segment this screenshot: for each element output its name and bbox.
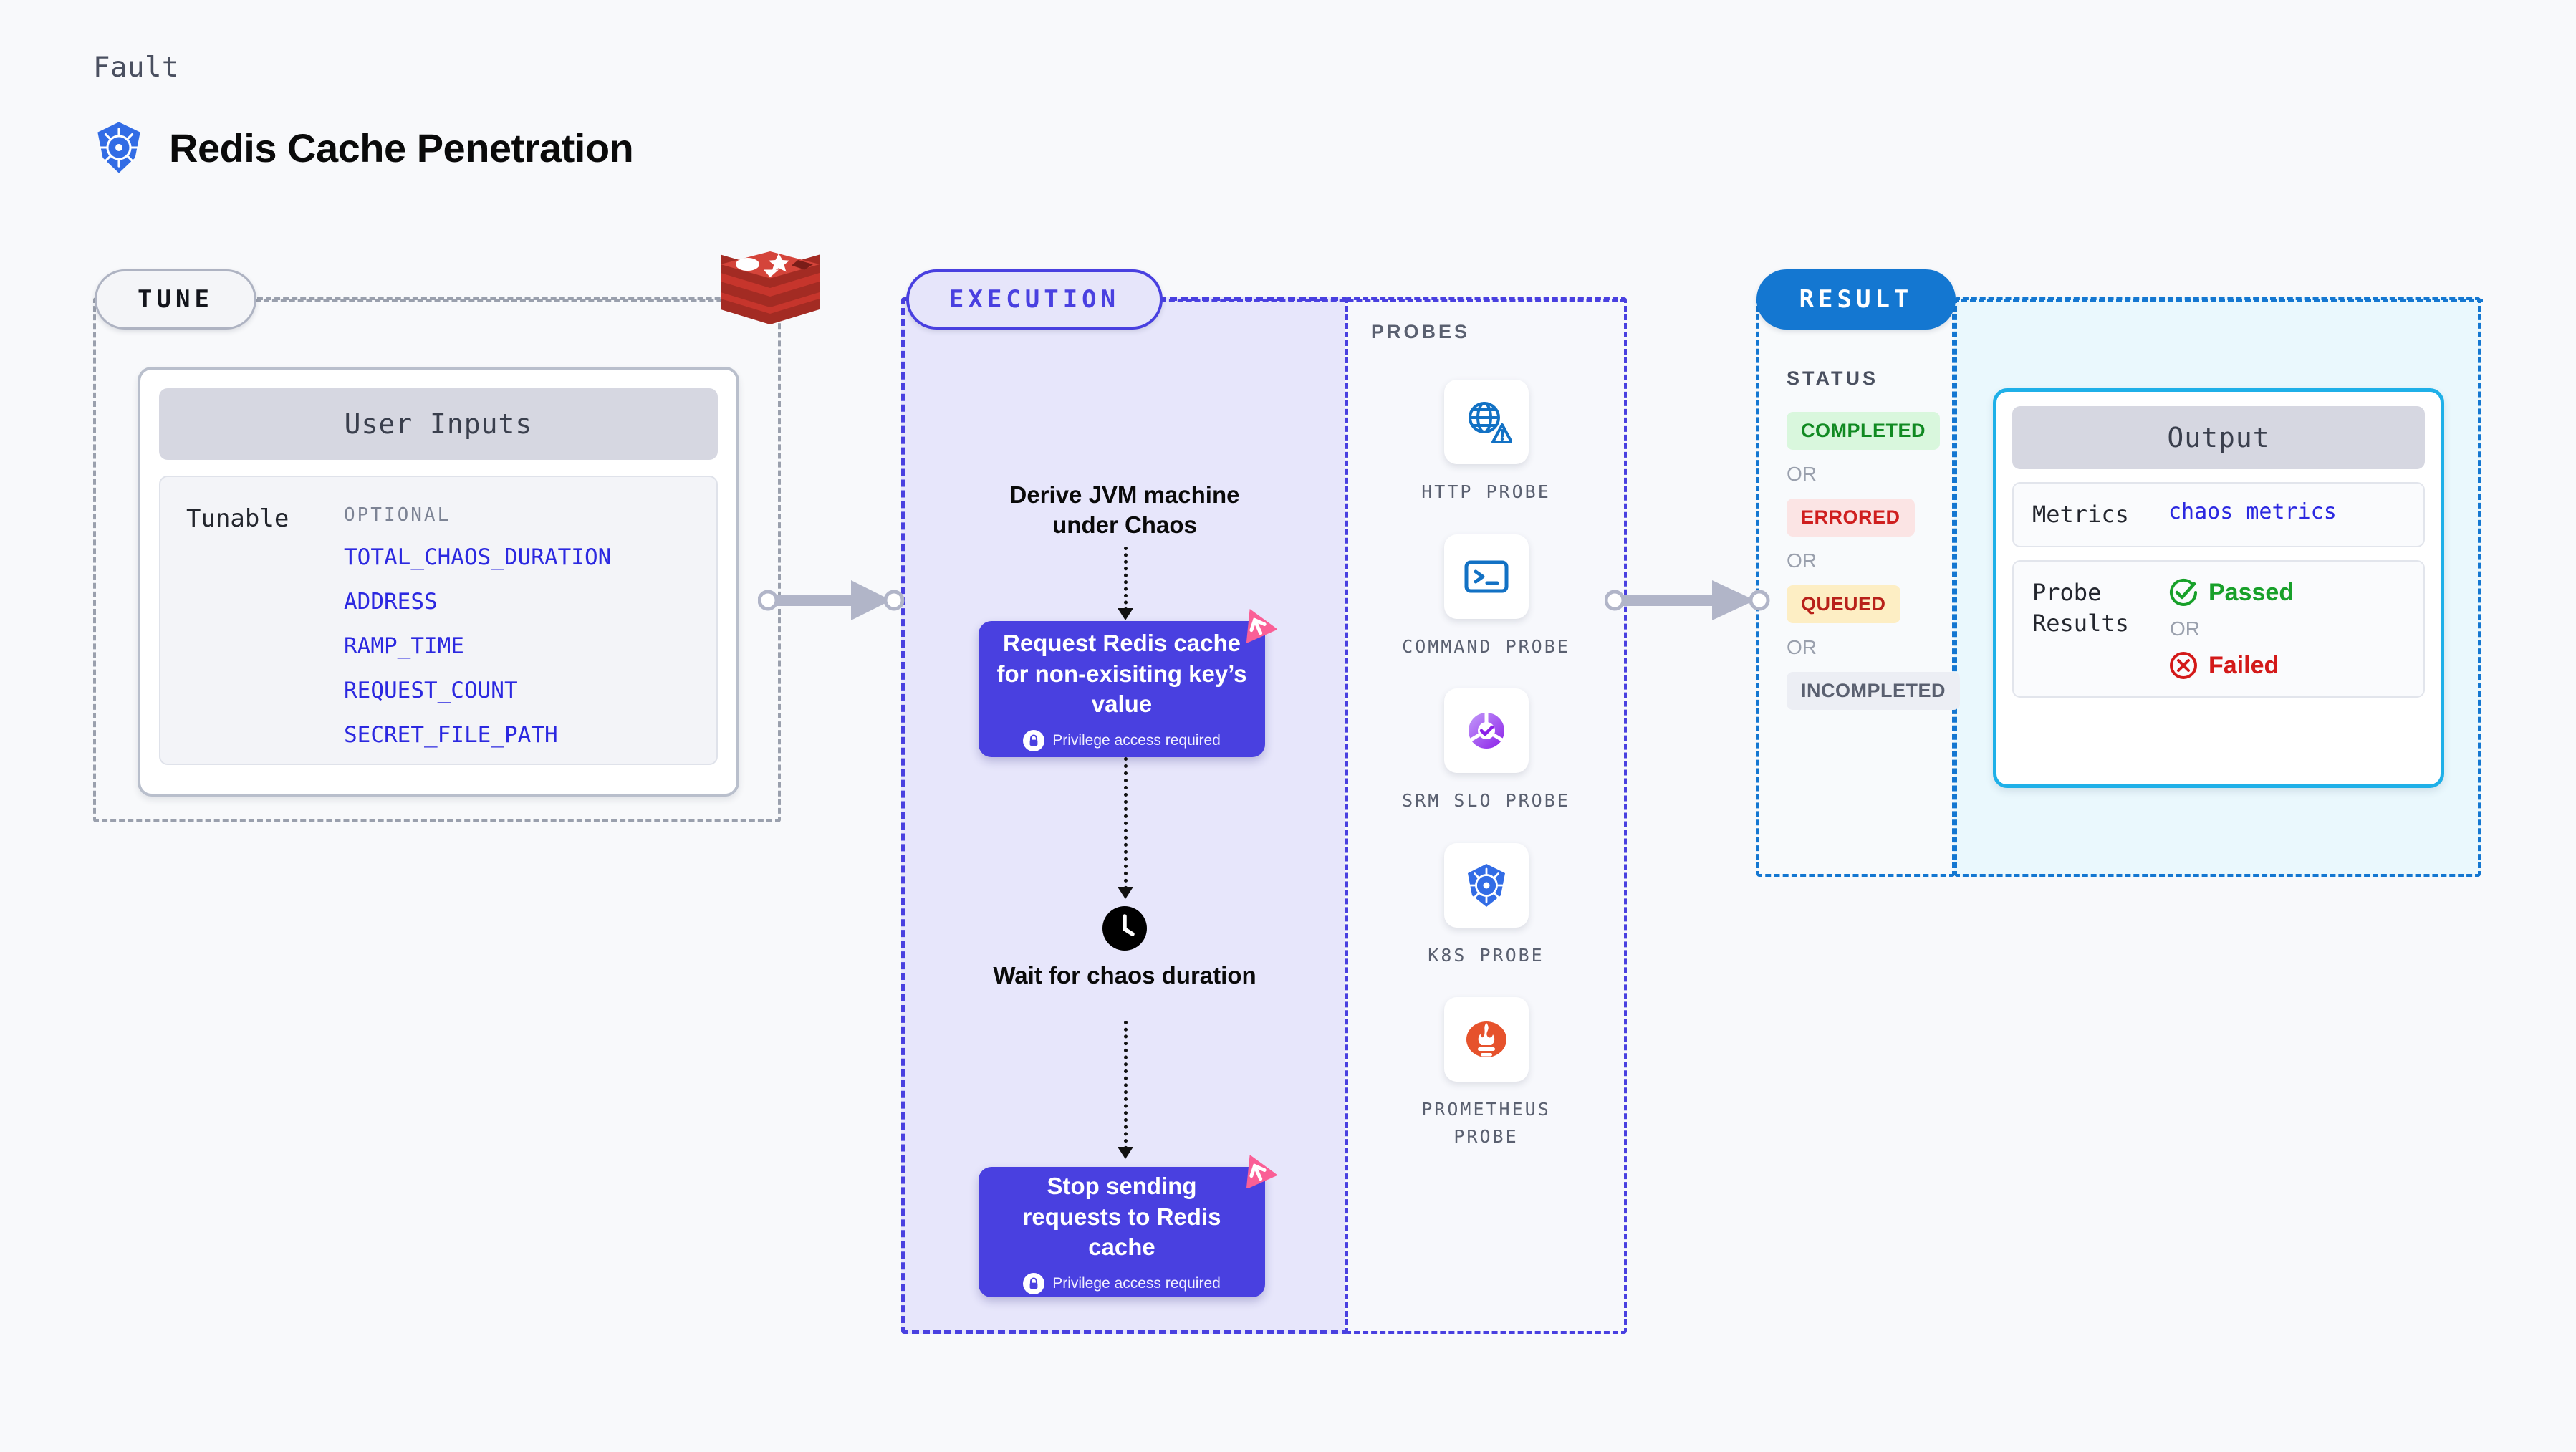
tune-leader-line xyxy=(255,299,765,302)
status-or-1: OR xyxy=(1787,463,1817,485)
step-request-redis-cache-label: Request Redis cache for non-exisiting ke… xyxy=(996,629,1247,718)
param-request-count[interactable]: REQUEST_COUNT xyxy=(344,678,518,703)
step-request-redis-cache-note: Privilege access required xyxy=(1023,730,1221,752)
probe-result-passed-label: Passed xyxy=(2209,578,2294,606)
flow-connector-2 xyxy=(1123,757,1128,890)
flow-arrowhead-1 xyxy=(1117,608,1133,620)
probe-item-srm-slo-label: SRM SLO PROBE xyxy=(1402,790,1570,811)
page-eyebrow: Fault xyxy=(93,52,179,84)
status-or-3: OR xyxy=(1787,636,1817,658)
probe-item-command-label: COMMAND PROBE xyxy=(1402,635,1570,657)
step-wait-for-chaos: Wait for chaos duration xyxy=(974,906,1275,991)
probes-list: HTTP PROBE COMMAND PROBE xyxy=(1345,380,1627,1178)
output-probe-results-values: Passed OR Failed xyxy=(2168,577,2423,681)
lock-icon xyxy=(1023,1273,1045,1295)
output-metrics-key: Metrics xyxy=(2032,501,2129,528)
probe-item-http[interactable]: HTTP PROBE xyxy=(1345,380,1627,506)
lock-icon xyxy=(1023,730,1045,752)
k8s-probe-icon xyxy=(1443,842,1529,928)
step-stop-sending-requests-note-text: Privilege access required xyxy=(1052,1275,1221,1292)
tunable-label: Tunable xyxy=(186,504,289,533)
kubernetes-icon xyxy=(92,120,146,175)
page-title: Redis Cache Penetration xyxy=(169,125,634,170)
probe-item-prometheus-label: PROMETHEUS PROBE xyxy=(1421,1099,1551,1147)
connector-probes-to-result xyxy=(1604,573,1777,631)
probe-item-k8s[interactable]: K8S PROBE xyxy=(1345,842,1627,969)
probe-result-passed: Passed xyxy=(2168,577,2423,607)
user-inputs-body: Tunable OPTIONAL TOTAL_CHAOS_DURATION AD… xyxy=(159,476,718,765)
srm-slo-probe-icon xyxy=(1443,688,1529,773)
probe-item-prometheus[interactable]: PROMETHEUS PROBE xyxy=(1345,997,1627,1150)
param-address[interactable]: ADDRESS xyxy=(344,589,438,615)
param-secret-file-path[interactable]: SECRET_FILE_PATH xyxy=(344,722,558,748)
litmus-badge-icon xyxy=(1236,605,1278,644)
param-ramp-time[interactable]: RAMP_TIME xyxy=(344,633,464,659)
x-circle-icon xyxy=(2168,650,2198,681)
status-badge-completed[interactable]: COMPLETED xyxy=(1787,412,1941,450)
status-list: COMPLETED OR ERRORED OR QUEUED OR INCOMP… xyxy=(1787,412,1961,723)
status-or-2: OR xyxy=(1787,549,1817,572)
prometheus-probe-icon xyxy=(1443,997,1529,1082)
user-inputs-card: User Inputs Tunable OPTIONAL TOTAL_CHAOS… xyxy=(138,367,739,797)
param-total-chaos-duration[interactable]: TOTAL_CHAOS_DURATION xyxy=(344,544,612,570)
clock-icon xyxy=(974,906,1275,951)
probe-item-http-label: HTTP PROBE xyxy=(1421,481,1551,502)
output-card: Output Metrics chaos metrics Probe Resul… xyxy=(1993,388,2444,788)
page-title-row: Redis Cache Penetration xyxy=(92,120,634,175)
output-metrics-value-wrap: chaos metrics xyxy=(2168,499,2423,530)
step-stop-sending-requests-note: Privilege access required xyxy=(1023,1273,1221,1295)
output-metrics-row: Metrics chaos metrics xyxy=(2012,482,2425,548)
execution-flow: Derive JVM machine under Chaos Request R… xyxy=(901,297,1349,1334)
output-probe-results-row: Probe Results Passed OR xyxy=(2012,560,2425,698)
flow-arrowhead-3 xyxy=(1117,1147,1133,1159)
http-probe-icon xyxy=(1443,380,1529,464)
output-title: Output xyxy=(2012,406,2425,469)
flow-arrowhead-2 xyxy=(1117,887,1133,899)
output-probe-results-key: Probe Results xyxy=(2032,579,2129,638)
step-stop-sending-requests[interactable]: Stop sending requests to Redis cache Pri… xyxy=(979,1154,1278,1297)
result-leader-line xyxy=(1953,299,2483,302)
flow-connector-1 xyxy=(1123,547,1128,611)
step-wait-for-chaos-label: Wait for chaos duration xyxy=(993,962,1256,989)
execution-leader-line xyxy=(1160,299,1626,302)
probe-result-or: OR xyxy=(2170,617,2200,640)
connector-tune-to-execution xyxy=(757,573,908,631)
check-circle-icon xyxy=(2168,577,2198,607)
status-badge-queued[interactable]: QUEUED xyxy=(1787,585,1900,623)
status-badge-incompleted[interactable]: INCOMPLETED xyxy=(1787,672,1961,710)
command-probe-icon xyxy=(1443,534,1529,619)
chaos-metrics-link[interactable]: chaos metrics xyxy=(2168,499,2337,524)
probe-item-srm-slo[interactable]: SRM SLO PROBE xyxy=(1345,688,1627,814)
tune-badge[interactable]: TUNE xyxy=(95,269,256,330)
probe-item-command[interactable]: COMMAND PROBE xyxy=(1345,534,1627,660)
step-stop-sending-requests-label: Stop sending requests to Redis cache xyxy=(1022,1172,1221,1261)
probes-section-frame xyxy=(1345,297,1627,1334)
tunable-params-list: OPTIONAL TOTAL_CHAOS_DURATION ADDRESS RA… xyxy=(344,504,716,764)
probe-result-failed-label: Failed xyxy=(2209,651,2279,679)
probe-item-k8s-label: K8S PROBE xyxy=(1428,944,1544,966)
optional-label: OPTIONAL xyxy=(344,504,451,526)
result-badge[interactable]: RESULT xyxy=(1756,269,1956,330)
status-badge-errored[interactable]: ERRORED xyxy=(1787,499,1915,537)
litmus-badge-icon xyxy=(1236,1151,1278,1190)
step-derive-jvm-label: Derive JVM machine under Chaos xyxy=(1009,481,1240,539)
probe-result-failed: Failed xyxy=(2168,650,2423,681)
probes-label: PROBES xyxy=(1371,321,1471,342)
step-request-redis-cache[interactable]: Request Redis cache for non-exisiting ke… xyxy=(979,608,1278,757)
execution-badge[interactable]: EXECUTION xyxy=(906,269,1163,330)
user-inputs-title: User Inputs xyxy=(159,388,718,460)
status-label: STATUS xyxy=(1787,367,1878,389)
redis-logo xyxy=(716,249,824,344)
flow-connector-3 xyxy=(1123,1021,1128,1150)
step-request-redis-cache-note-text: Privilege access required xyxy=(1052,732,1221,749)
